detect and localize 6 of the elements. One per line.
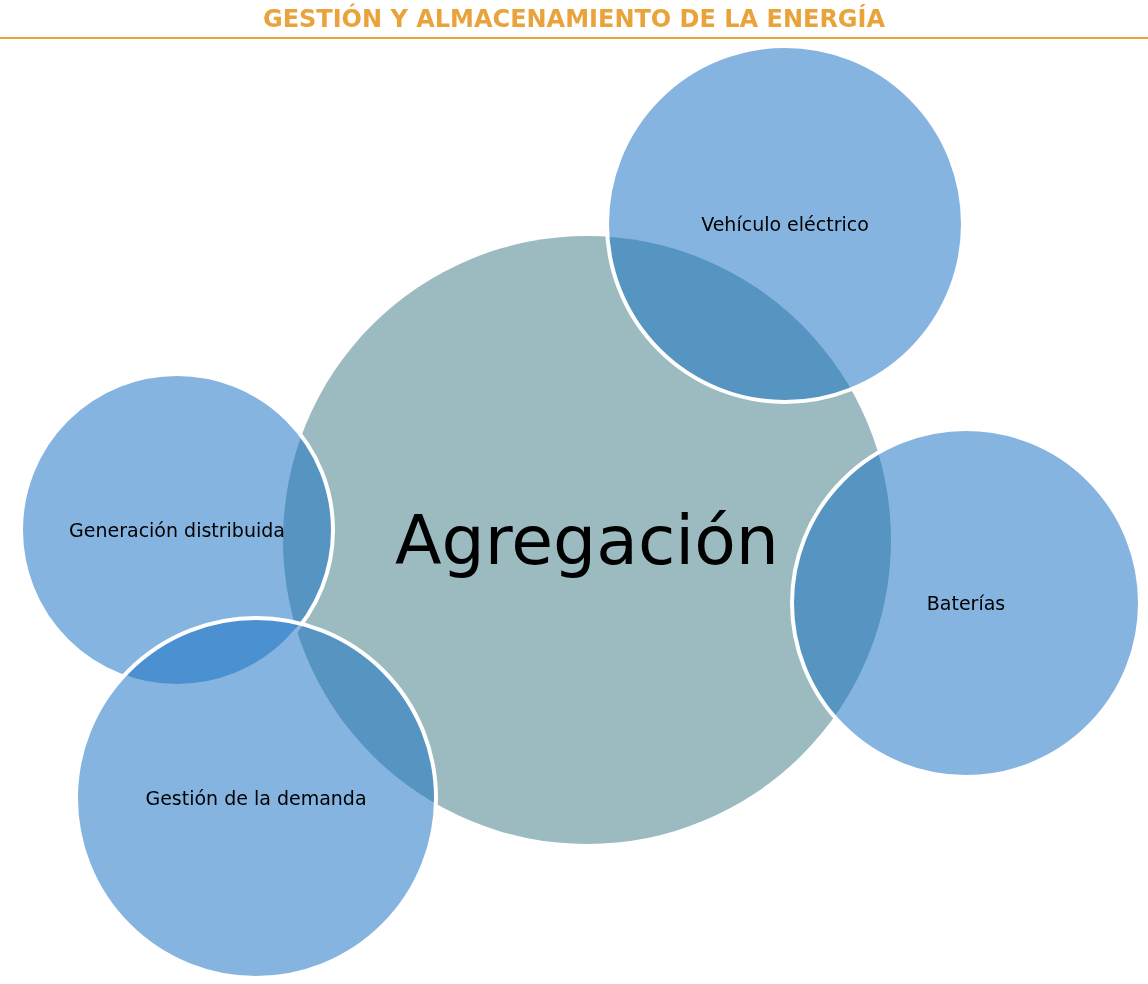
circle-label: Generación distribuida xyxy=(69,519,285,541)
circle-label: Baterías xyxy=(926,592,1006,614)
title: GESTIÓN Y ALMACENAMIENTO DE LA ENERGÍA xyxy=(261,4,887,34)
circle-label: Agregación xyxy=(395,500,779,580)
circle-label: Gestión de la demanda xyxy=(145,787,367,809)
circle-label: Vehículo eléctrico xyxy=(701,213,869,235)
